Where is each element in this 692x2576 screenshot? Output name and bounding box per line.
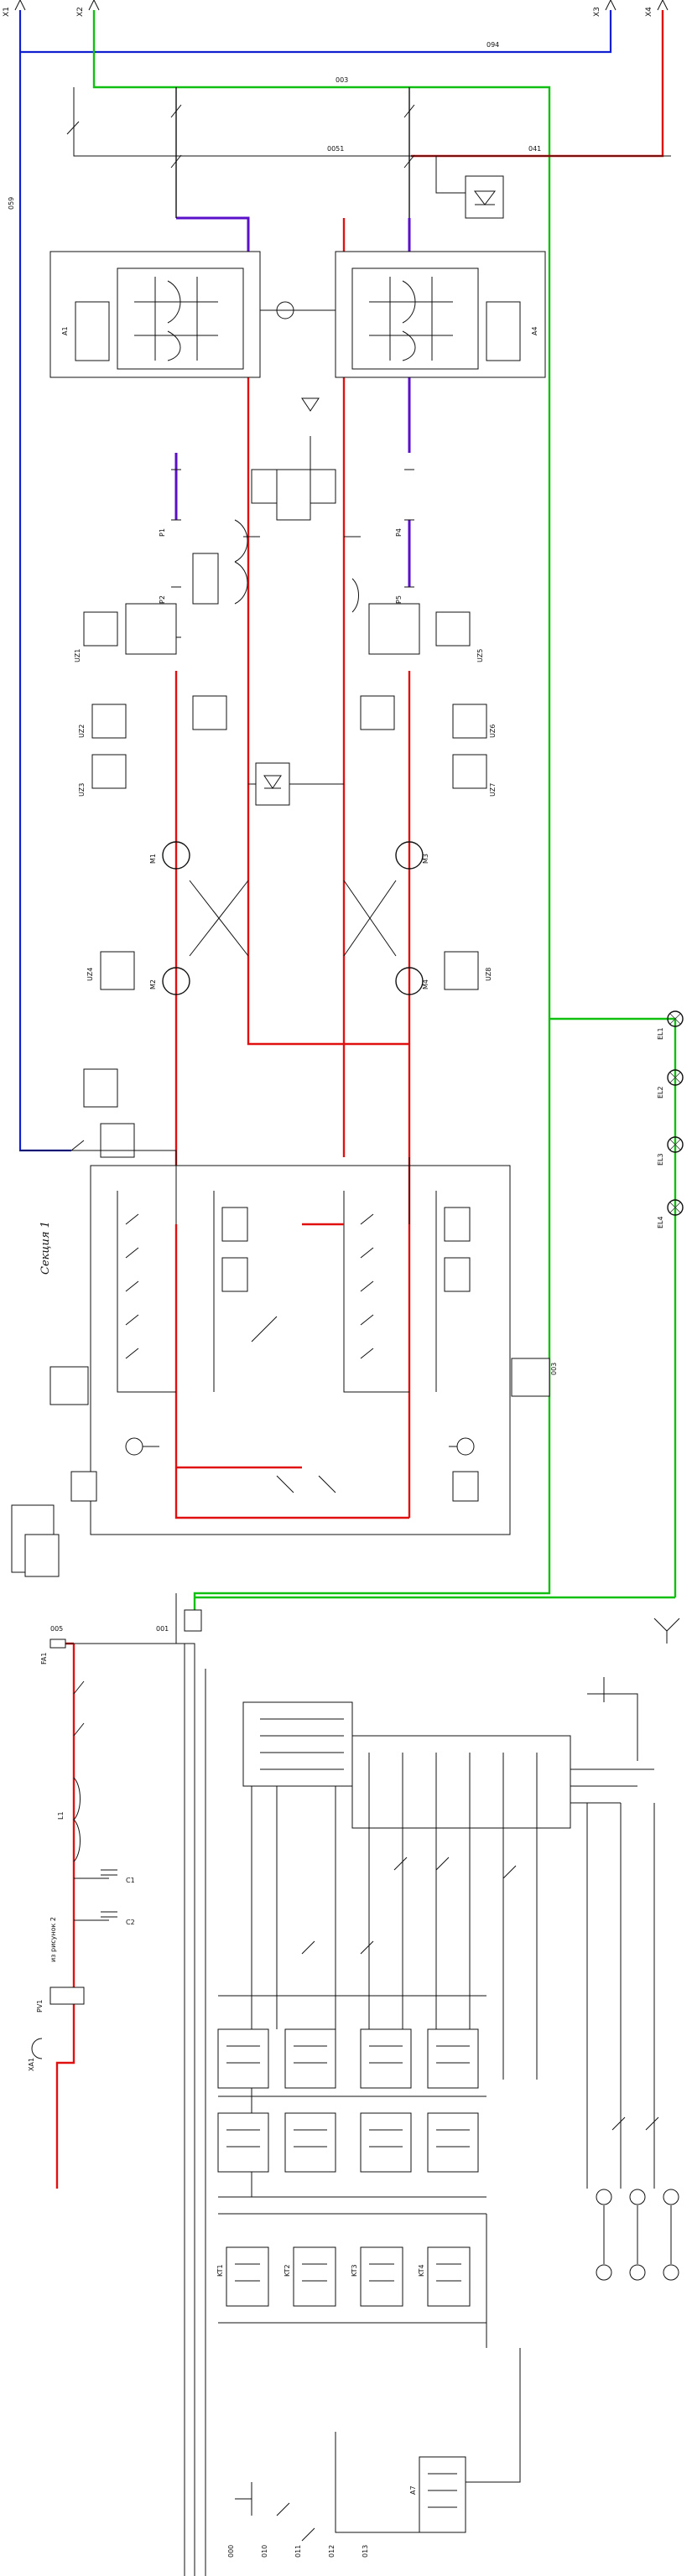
svg-text:0051: 0051 — [327, 145, 344, 153]
svg-text:012: 012 — [328, 2545, 336, 2558]
diode-box-top — [465, 175, 504, 219]
svg-text:013: 013 — [362, 2545, 369, 2558]
feed-section: FA1 L1 C1 C2 из рисунок 2 PV1 XA1 — [28, 1596, 680, 2071]
svg-text:P4: P4 — [395, 528, 403, 537]
svg-text:X4: X4 — [645, 7, 653, 17]
right-column-elements: UZ5 UZ6 UZ7 P4 P5 — [360, 469, 497, 797]
svg-text:005: 005 — [50, 1625, 63, 1633]
bottom-switches — [586, 1803, 679, 2281]
svg-text:M1: M1 — [149, 854, 157, 864]
motor-m3: M3 — [395, 841, 429, 870]
svg-text:P1: P1 — [159, 528, 166, 537]
lamp-el4: EL4 — [657, 1199, 684, 1228]
svg-text:UZ3: UZ3 — [78, 783, 86, 797]
top-switches — [66, 104, 504, 219]
motor-m1: M1 — [149, 841, 190, 870]
svg-text:X2: X2 — [76, 7, 85, 17]
svg-text:KT4: KT4 — [418, 2264, 425, 2277]
mid-boxes — [20, 1068, 409, 1166]
svg-text:X1: X1 — [3, 7, 11, 17]
drive-block-left: A1 — [49, 251, 261, 378]
svg-text:094: 094 — [486, 41, 499, 49]
drive-block-right: A4 — [335, 251, 546, 378]
signal-lamps: EL1 EL2 EL3 EL4 — [657, 1010, 684, 1228]
block-a7: A7 — [335, 2348, 521, 2533]
main-wiring: 0051 005 001 — [50, 87, 671, 2576]
svg-text:010: 010 — [261, 2545, 268, 2558]
lamp-el2: EL2 — [657, 1069, 684, 1098]
svg-text:P2: P2 — [159, 595, 166, 604]
svg-text:KT3: KT3 — [351, 2264, 358, 2277]
svg-text:A7: A7 — [409, 2485, 417, 2495]
svg-text:KT2: KT2 — [284, 2264, 291, 2277]
terminal-x2[interactable]: X2 — [76, 0, 100, 17]
centre-transformer — [243, 397, 361, 613]
centre-diode-box — [248, 762, 344, 806]
section-title: Секция 1 — [39, 1221, 52, 1275]
svg-text:UZ7: UZ7 — [489, 783, 497, 797]
svg-text:EL2: EL2 — [657, 1086, 664, 1098]
svg-text:001: 001 — [156, 1625, 169, 1633]
relay-row-lower — [217, 2112, 479, 2173]
lamp-el1: EL1 — [657, 1010, 684, 1040]
top-terminals: X1 X2 X3 X4 — [3, 0, 669, 17]
svg-text:FA1: FA1 — [40, 1653, 48, 1665]
svg-text:UZ6: UZ6 — [489, 724, 497, 738]
svg-text:041: 041 — [528, 145, 541, 153]
svg-text:C1: C1 — [126, 1877, 135, 1884]
red-bottom-feed — [50, 1642, 75, 2189]
svg-text:059: 059 — [8, 197, 15, 210]
svg-text:EL3: EL3 — [657, 1153, 664, 1166]
svg-text:C2: C2 — [126, 1919, 135, 1926]
svg-text:PV1: PV1 — [36, 2000, 44, 2012]
svg-text:EL4: EL4 — [657, 1216, 664, 1228]
svg-text:003: 003 — [336, 76, 348, 84]
svg-text:003: 003 — [550, 1363, 558, 1375]
left-column-elements: P1 P2 UZ1 UZ2 UZ3 — [74, 469, 248, 797]
svg-text:KT1: KT1 — [216, 2264, 224, 2277]
motors: M1 M2 M3 M4 UZ4 UZ8 — [86, 841, 492, 995]
svg-text:011: 011 — [294, 2545, 302, 2558]
control-section: Секция 1 — [11, 1165, 550, 1577]
svg-text:UZ4: UZ4 — [86, 968, 94, 981]
svg-text:L1: L1 — [57, 1811, 65, 1820]
svg-text:UZ5: UZ5 — [476, 649, 484, 662]
svg-text:A4: A4 — [531, 326, 539, 335]
svg-text:EL1: EL1 — [657, 1027, 664, 1040]
terminal-x3[interactable]: X3 — [593, 0, 617, 17]
svg-text:UZ2: UZ2 — [78, 724, 86, 738]
svg-text:000: 000 — [227, 2545, 235, 2558]
terminal-x1[interactable]: X1 — [3, 0, 26, 17]
bottom-control: KT1 KT2 KT3 KT4 A7 000 010 — [216, 1677, 679, 2558]
relay-row-upper — [217, 2028, 479, 2089]
svg-text:P5: P5 — [395, 595, 403, 604]
svg-text:M4: M4 — [422, 979, 429, 989]
network-ref-label: из рисунок 2 — [49, 1917, 57, 1962]
svg-text:A1: A1 — [61, 326, 69, 335]
svg-text:X3: X3 — [593, 7, 601, 17]
red-diagonal — [176, 1223, 344, 1469]
red-circuit-right — [342, 218, 411, 1518]
svg-text:M3: M3 — [422, 854, 429, 864]
svg-text:XA1: XA1 — [28, 2058, 35, 2071]
timer-relays: KT1 KT2 KT3 KT4 — [216, 2246, 471, 2307]
red-feed — [411, 10, 664, 158]
svg-text:M2: M2 — [149, 979, 157, 989]
red-circuit-left — [174, 369, 409, 1519]
terminal-x4[interactable]: X4 — [645, 0, 669, 17]
motor-m4: M4 — [395, 967, 429, 995]
bottom-terminal-labels: 000 010 011 012 013 — [227, 2482, 369, 2558]
svg-text:UZ1: UZ1 — [74, 649, 81, 662]
svg-text:UZ8: UZ8 — [485, 968, 492, 981]
lamp-el3: EL3 — [657, 1136, 684, 1166]
motor-m2: M2 — [149, 967, 190, 995]
